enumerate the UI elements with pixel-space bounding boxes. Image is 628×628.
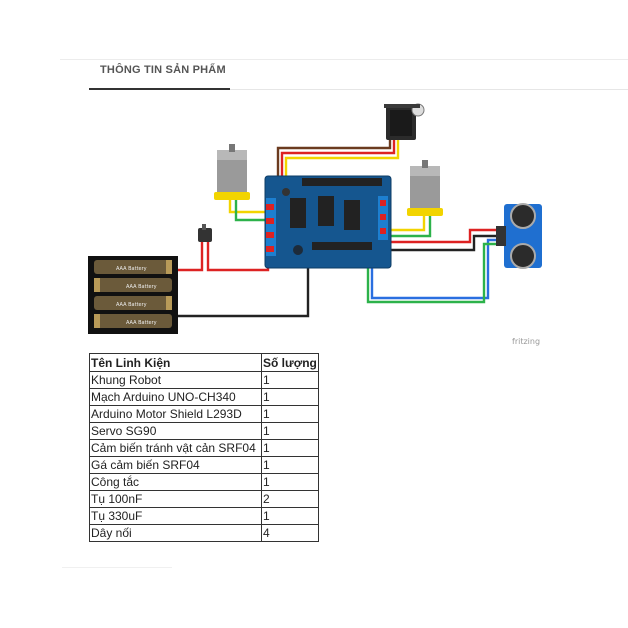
motor-shield-l293d <box>264 175 392 269</box>
table-row: Tụ 330uF 1 <box>89 507 319 525</box>
wiring-diagram: AAA Battery AAA Battery AAA Battery AAA … <box>88 103 542 334</box>
switch-wire-red <box>206 242 270 272</box>
right-motor-wire-yellow <box>386 212 426 232</box>
quantity: 1 <box>261 507 319 525</box>
table-header-row: Tên Linh Kiện Số lượng <box>89 353 319 372</box>
table-row: Công tắc 1 <box>89 473 319 491</box>
battery-1: AAA Battery <box>94 260 172 274</box>
component-name: Mạch Arduino UNO-CH340 <box>89 388 262 406</box>
sensor-wire-blue <box>370 238 498 300</box>
component-name: Arduino Motor Shield L293D <box>89 405 262 423</box>
battery-wire-red <box>176 242 204 272</box>
battery-pack: AAA Battery AAA Battery AAA Battery AAA … <box>88 256 178 334</box>
power-switch <box>198 224 212 242</box>
table-row: Mạch Arduino UNO-CH340 1 <box>89 388 319 406</box>
quantity: 1 <box>261 371 319 389</box>
table-row: Cảm biến tránh vật cản SRF04 1 <box>89 439 319 457</box>
dc-motor-left <box>214 144 250 200</box>
component-name: Tụ 100nF <box>89 490 262 508</box>
battery-label-1: AAA Battery <box>116 266 147 272</box>
parts-table: Tên Linh Kiện Số lượng Khung Robot 1 Mạc… <box>89 353 319 542</box>
quantity: 4 <box>261 524 319 542</box>
component-name: Dây nối <box>89 524 262 542</box>
battery-label-3: AAA Battery <box>116 302 147 308</box>
component-name: Công tắc <box>89 473 262 491</box>
right-motor-wire-green <box>386 212 432 238</box>
sensor-wire-red <box>378 228 498 244</box>
quantity: 1 <box>261 439 319 457</box>
sensor-wire-black <box>376 234 498 252</box>
sensor-wire-green <box>366 242 498 304</box>
component-name: Servo SG90 <box>89 422 262 440</box>
tab-product-info[interactable]: THÔNG TIN SẢN PHẨM <box>100 64 226 76</box>
battery-wire-black <box>178 260 310 318</box>
header-quantity: Số lượng <box>261 353 319 372</box>
component-name: Tụ 330uF <box>89 507 262 525</box>
tab-divider <box>230 89 628 90</box>
table-row: Servo SG90 1 <box>89 422 319 440</box>
servo-wire-red <box>280 138 396 182</box>
quantity: 1 <box>261 422 319 440</box>
servo-sg90 <box>384 103 425 140</box>
quantity: 2 <box>261 490 319 508</box>
active-tab-indicator <box>89 88 230 90</box>
battery-2: AAA Battery <box>94 278 172 292</box>
battery-3: AAA Battery <box>94 296 172 310</box>
table-row: Khung Robot 1 <box>89 371 319 389</box>
bottom-divider <box>62 567 172 568</box>
component-name: Cảm biến tránh vật cản SRF04 <box>89 439 262 457</box>
dc-motor-right <box>407 160 443 216</box>
table-row: Dây nối 4 <box>89 524 319 542</box>
servo-wire-brown <box>276 138 392 182</box>
quantity: 1 <box>261 456 319 474</box>
fritzing-watermark: fritzing <box>512 337 541 346</box>
battery-label-2: AAA Battery <box>126 284 157 290</box>
battery-4: AAA Battery <box>94 314 172 328</box>
table-row: Arduino Motor Shield L293D 1 <box>89 405 319 423</box>
quantity: 1 <box>261 473 319 491</box>
header-component-name: Tên Linh Kiện <box>89 353 262 372</box>
left-motor-wire-green <box>234 198 268 230</box>
component-name: Gá cảm biến SRF04 <box>89 456 262 474</box>
table-row: Gá cảm biến SRF04 1 <box>89 456 319 474</box>
table-row: Tụ 100nF 2 <box>89 490 319 508</box>
top-divider <box>60 59 628 60</box>
ultrasonic-sensor-srf04 <box>496 203 542 269</box>
component-name: Khung Robot <box>89 371 262 389</box>
quantity: 1 <box>261 388 319 406</box>
battery-label-4: AAA Battery <box>126 320 157 326</box>
quantity: 1 <box>261 405 319 423</box>
servo-wire-yellow <box>284 138 400 182</box>
